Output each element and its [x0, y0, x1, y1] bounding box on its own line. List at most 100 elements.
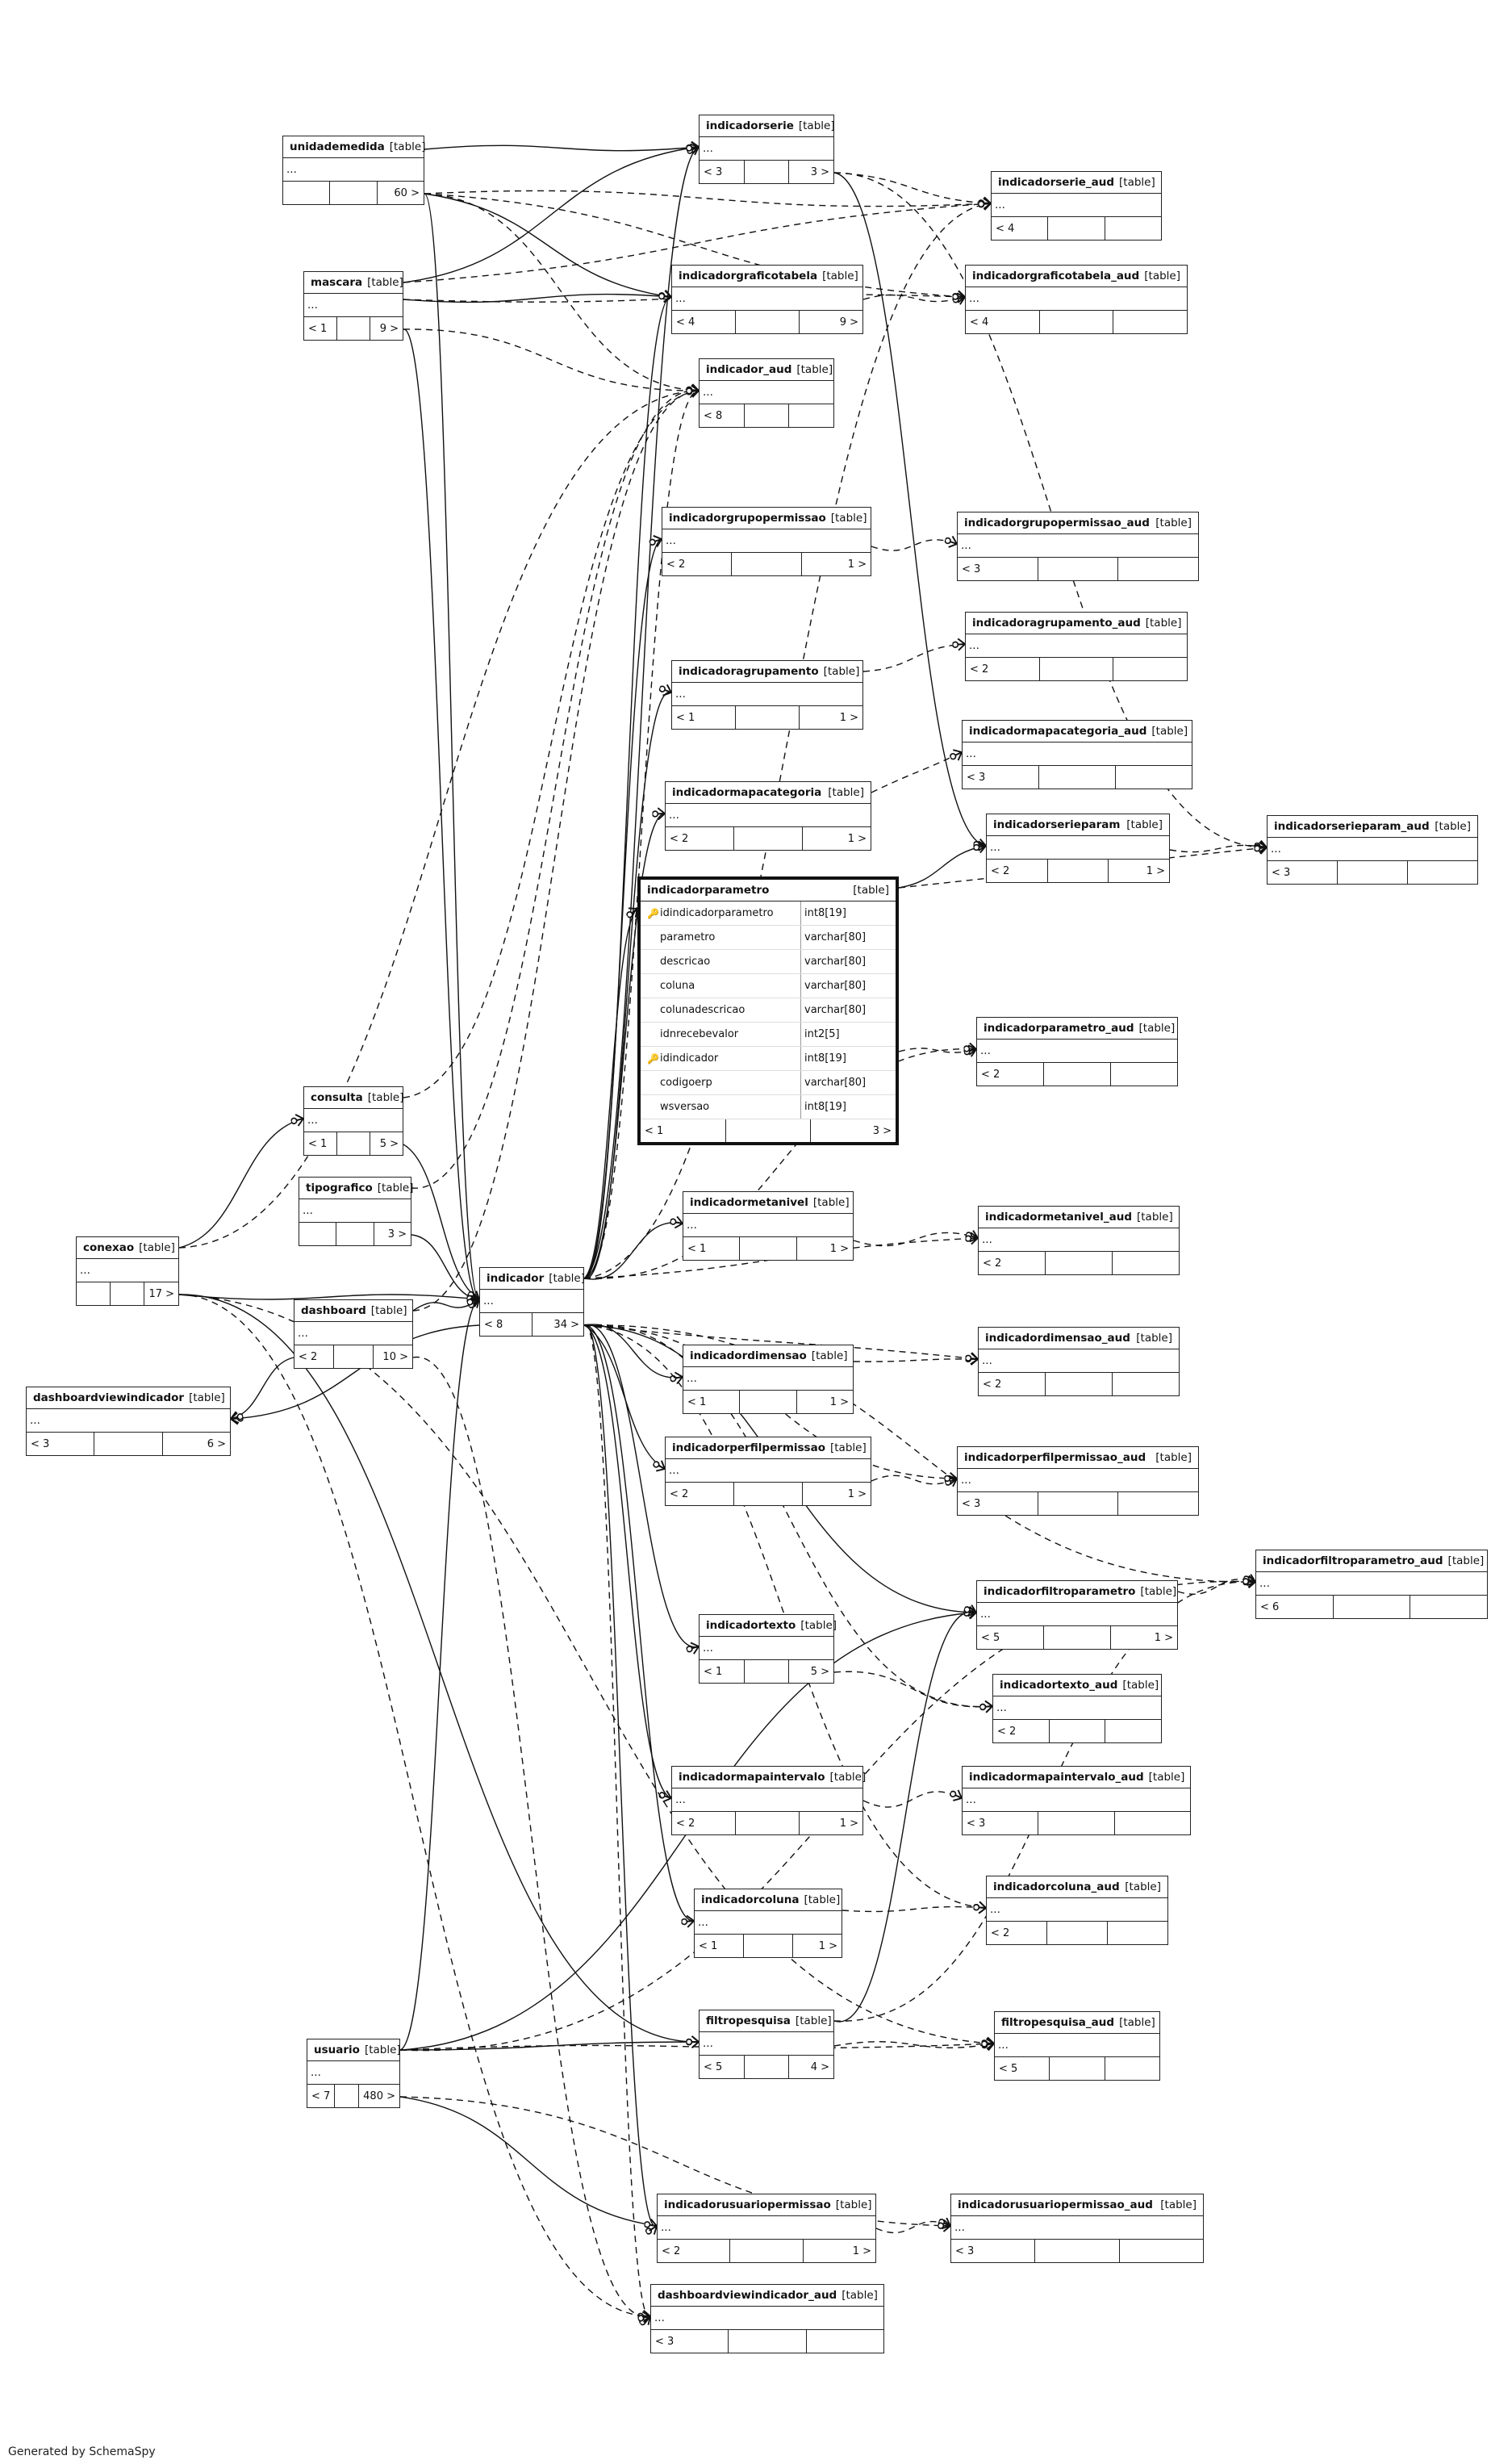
parents-count[interactable]: < 3 — [27, 1433, 95, 1455]
table-indicadormapaintervalo_aud[interactable]: indicadormapaintervalo_aud [table] ... <… — [962, 1766, 1191, 1835]
columns-collapsed[interactable]: ... — [304, 1109, 403, 1132]
children-count[interactable]: 9 > — [379, 322, 399, 335]
columns-collapsed[interactable]: ... — [993, 1696, 1161, 1720]
parents-count[interactable]: < 2 — [966, 658, 1040, 680]
table-indicadordimensao_aud[interactable]: indicadordimensao_aud [table] ... < 2 — [978, 1327, 1180, 1396]
columns-collapsed[interactable]: ... — [27, 1409, 230, 1433]
columns-collapsed[interactable]: ... — [672, 1788, 862, 1812]
table-indicadoragrupamento_aud[interactable]: indicadoragrupamento_aud [table] ... < 2 — [965, 612, 1188, 681]
parents-count[interactable]: < 2 — [658, 2240, 731, 2262]
parents-count[interactable]: < 5 — [700, 2056, 745, 2078]
children-count[interactable]: 1 > — [839, 1817, 858, 1830]
columns-collapsed[interactable]: ... — [666, 1459, 871, 1483]
parents-count[interactable]: < 4 — [672, 311, 736, 333]
parents-count[interactable]: < 2 — [979, 1373, 1046, 1395]
parents-count[interactable]: < 7 — [307, 2085, 336, 2107]
parents-count[interactable]: < 2 — [662, 553, 733, 575]
columns-collapsed[interactable]: ... — [666, 804, 871, 827]
children-count[interactable] — [1118, 558, 1198, 580]
parents-count[interactable]: < 2 — [987, 860, 1048, 882]
children-count[interactable]: 17 > — [148, 1287, 175, 1300]
parents-count[interactable]: < 2 — [987, 1922, 1047, 1944]
parents-count[interactable]: < 8 — [480, 1313, 532, 1336]
columns-collapsed[interactable]: ... — [672, 287, 862, 311]
children-count[interactable] — [1108, 1922, 1167, 1944]
parents-count[interactable]: < 3 — [963, 1812, 1039, 1834]
columns-collapsed[interactable]: ... — [307, 2061, 399, 2085]
column-row[interactable]: codigoerp varchar[80] — [641, 1071, 896, 1095]
columns-collapsed[interactable]: ... — [1256, 1572, 1487, 1596]
parents-count[interactable]: < 2 — [666, 1483, 734, 1505]
parents-count[interactable]: < 3 — [1268, 861, 1338, 884]
children-count[interactable]: 3 > — [872, 1124, 892, 1137]
columns-collapsed[interactable]: ... — [480, 1290, 583, 1313]
children-count[interactable]: 10 > — [382, 1350, 408, 1363]
columns-collapsed[interactable]: ... — [683, 1367, 853, 1391]
parents-count[interactable]: < 1 — [683, 1237, 741, 1260]
children-count[interactable] — [1118, 1492, 1198, 1515]
parents-count[interactable] — [283, 182, 331, 204]
children-count[interactable]: 1 > — [852, 2244, 871, 2257]
children-count[interactable]: 480 > — [363, 2090, 395, 2102]
children-count[interactable]: 3 > — [810, 165, 830, 178]
column-row[interactable]: descricao varchar[80] — [641, 950, 896, 974]
parents-count[interactable]: < 1 — [641, 1119, 726, 1142]
columns-collapsed[interactable]: ... — [958, 1469, 1198, 1492]
table-indicadorparametro[interactable]: indicadorparametro [table] 🔑idindicadorp… — [637, 876, 899, 1145]
children-count[interactable] — [1410, 1596, 1487, 1618]
columns-collapsed[interactable]: ... — [700, 137, 833, 161]
column-row[interactable]: parametro varchar[80] — [641, 926, 896, 950]
children-count[interactable]: 6 > — [207, 1437, 226, 1450]
table-indicadorserieparam_aud[interactable]: indicadorserieparam_aud [table] ... < 3 — [1267, 815, 1478, 885]
columns-collapsed[interactable]: ... — [683, 1214, 853, 1237]
columns-collapsed[interactable]: ... — [700, 2032, 833, 2056]
parents-count[interactable]: < 6 — [1256, 1596, 1334, 1618]
children-count[interactable] — [807, 2330, 883, 2353]
parents-count[interactable]: < 3 — [958, 558, 1038, 580]
columns-collapsed[interactable]: ... — [695, 1911, 842, 1935]
column-row[interactable]: 🔑idindicador int8[19] — [641, 1047, 896, 1071]
parents-count[interactable]: < 2 — [993, 1720, 1050, 1742]
table-indicadorgraficotabela_aud[interactable]: indicadorgraficotabela_aud [table] ... <… — [965, 265, 1188, 334]
children-count[interactable]: 3 > — [387, 1228, 407, 1240]
columns-collapsed[interactable]: ... — [966, 634, 1187, 658]
column-row[interactable]: coluna varchar[80] — [641, 974, 896, 998]
parents-count[interactable]: < 1 — [700, 1660, 745, 1683]
parents-count[interactable]: < 4 — [966, 311, 1040, 333]
parents-count[interactable]: < 3 — [700, 161, 745, 183]
parents-count[interactable]: < 2 — [979, 1252, 1046, 1274]
table-conexao[interactable]: conexao [table] ... 17 > — [76, 1236, 179, 1306]
children-count[interactable]: 1 > — [1146, 864, 1166, 877]
children-count[interactable] — [1113, 1252, 1179, 1274]
children-count[interactable]: 5 > — [379, 1137, 399, 1150]
columns-collapsed[interactable]: ... — [700, 381, 833, 404]
children-count[interactable] — [1105, 1720, 1161, 1742]
columns-collapsed[interactable]: ... — [958, 534, 1198, 558]
parents-count[interactable]: < 1 — [304, 1132, 337, 1155]
table-indicadorcoluna_aud[interactable]: indicadorcoluna_aud [table] ... < 2 — [986, 1876, 1168, 1945]
columns-collapsed[interactable]: ... — [662, 529, 871, 553]
table-indicadortexto_aud[interactable]: indicadortexto_aud [table] ... < 2 — [992, 1674, 1162, 1743]
parents-count[interactable]: < 5 — [977, 1626, 1044, 1649]
children-count[interactable]: 60 > — [394, 186, 420, 199]
parents-count[interactable] — [299, 1223, 337, 1245]
children-count[interactable] — [1105, 2057, 1159, 2080]
columns-collapsed[interactable]: ... — [658, 2216, 875, 2240]
children-count[interactable]: 1 > — [818, 1939, 837, 1952]
table-filtropesquisa_aud[interactable]: filtropesquisa_aud [table] ... < 5 — [994, 2011, 1160, 2081]
children-count[interactable] — [1113, 311, 1187, 333]
table-tipografico[interactable]: tipografico [table] ... 3 > — [299, 1177, 413, 1246]
children-count[interactable]: 4 > — [810, 2060, 830, 2073]
table-indicadormapacategoria_aud[interactable]: indicadormapacategoria_aud [table] ... <… — [962, 720, 1192, 789]
columns-collapsed[interactable]: ... — [1268, 838, 1477, 861]
